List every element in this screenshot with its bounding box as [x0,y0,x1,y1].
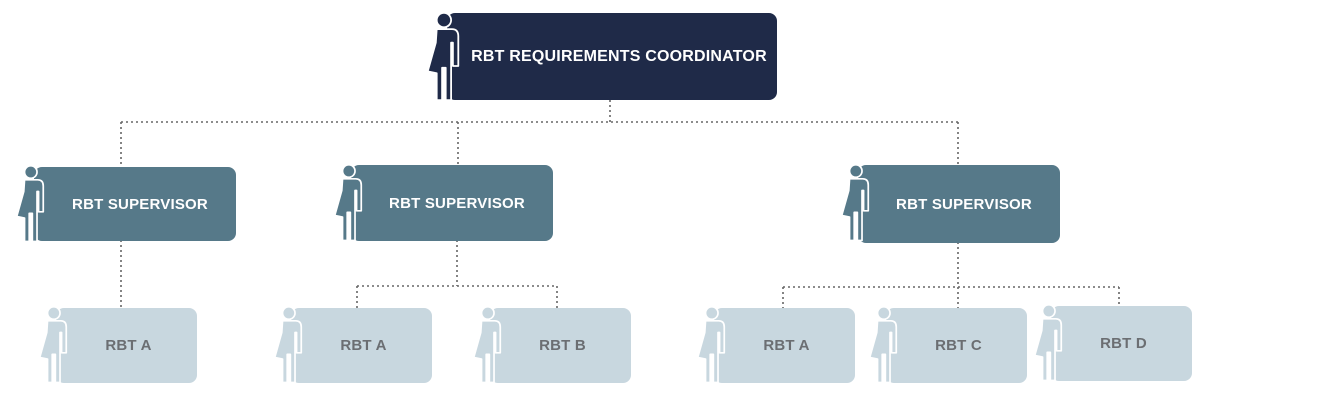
supervisor-label: RBT SUPERVISOR [72,195,208,213]
supervisor-box-1: RBT SUPERVISOR [34,167,236,241]
staff-box-3a: RBT A [714,308,855,383]
person-icon [15,165,45,243]
staff-label: RBT A [340,337,387,354]
staff-label: RBT D [1100,335,1147,352]
supervisor-box-3: RBT SUPERVISOR [858,165,1060,243]
supervisor-label: RBT SUPERVISOR [389,194,525,212]
person-icon [840,164,870,242]
staff-box-1a: RBT A [56,308,197,383]
person-icon [426,12,460,102]
person-icon [696,306,726,384]
staff-box-3d: RBT D [1051,306,1192,381]
person-icon [333,164,363,242]
coordinator-box: RBT REQUIREMENTS COORDINATOR [447,13,777,100]
person-icon [1033,304,1063,382]
staff-box-2a: RBT A [291,308,432,383]
supervisor-label: RBT SUPERVISOR [896,195,1032,213]
staff-label: RBT A [763,337,810,354]
person-icon [472,306,502,384]
person-icon [38,306,68,384]
staff-box-3c: RBT C [886,308,1027,383]
staff-box-2b: RBT B [490,308,631,383]
person-icon [273,306,303,384]
staff-label: RBT C [935,337,982,354]
staff-label: RBT A [105,337,152,354]
supervisor-box-2: RBT SUPERVISOR [351,165,553,241]
person-icon [868,306,898,384]
staff-label: RBT B [539,337,586,354]
coordinator-label: RBT REQUIREMENTS COORDINATOR [471,47,767,65]
